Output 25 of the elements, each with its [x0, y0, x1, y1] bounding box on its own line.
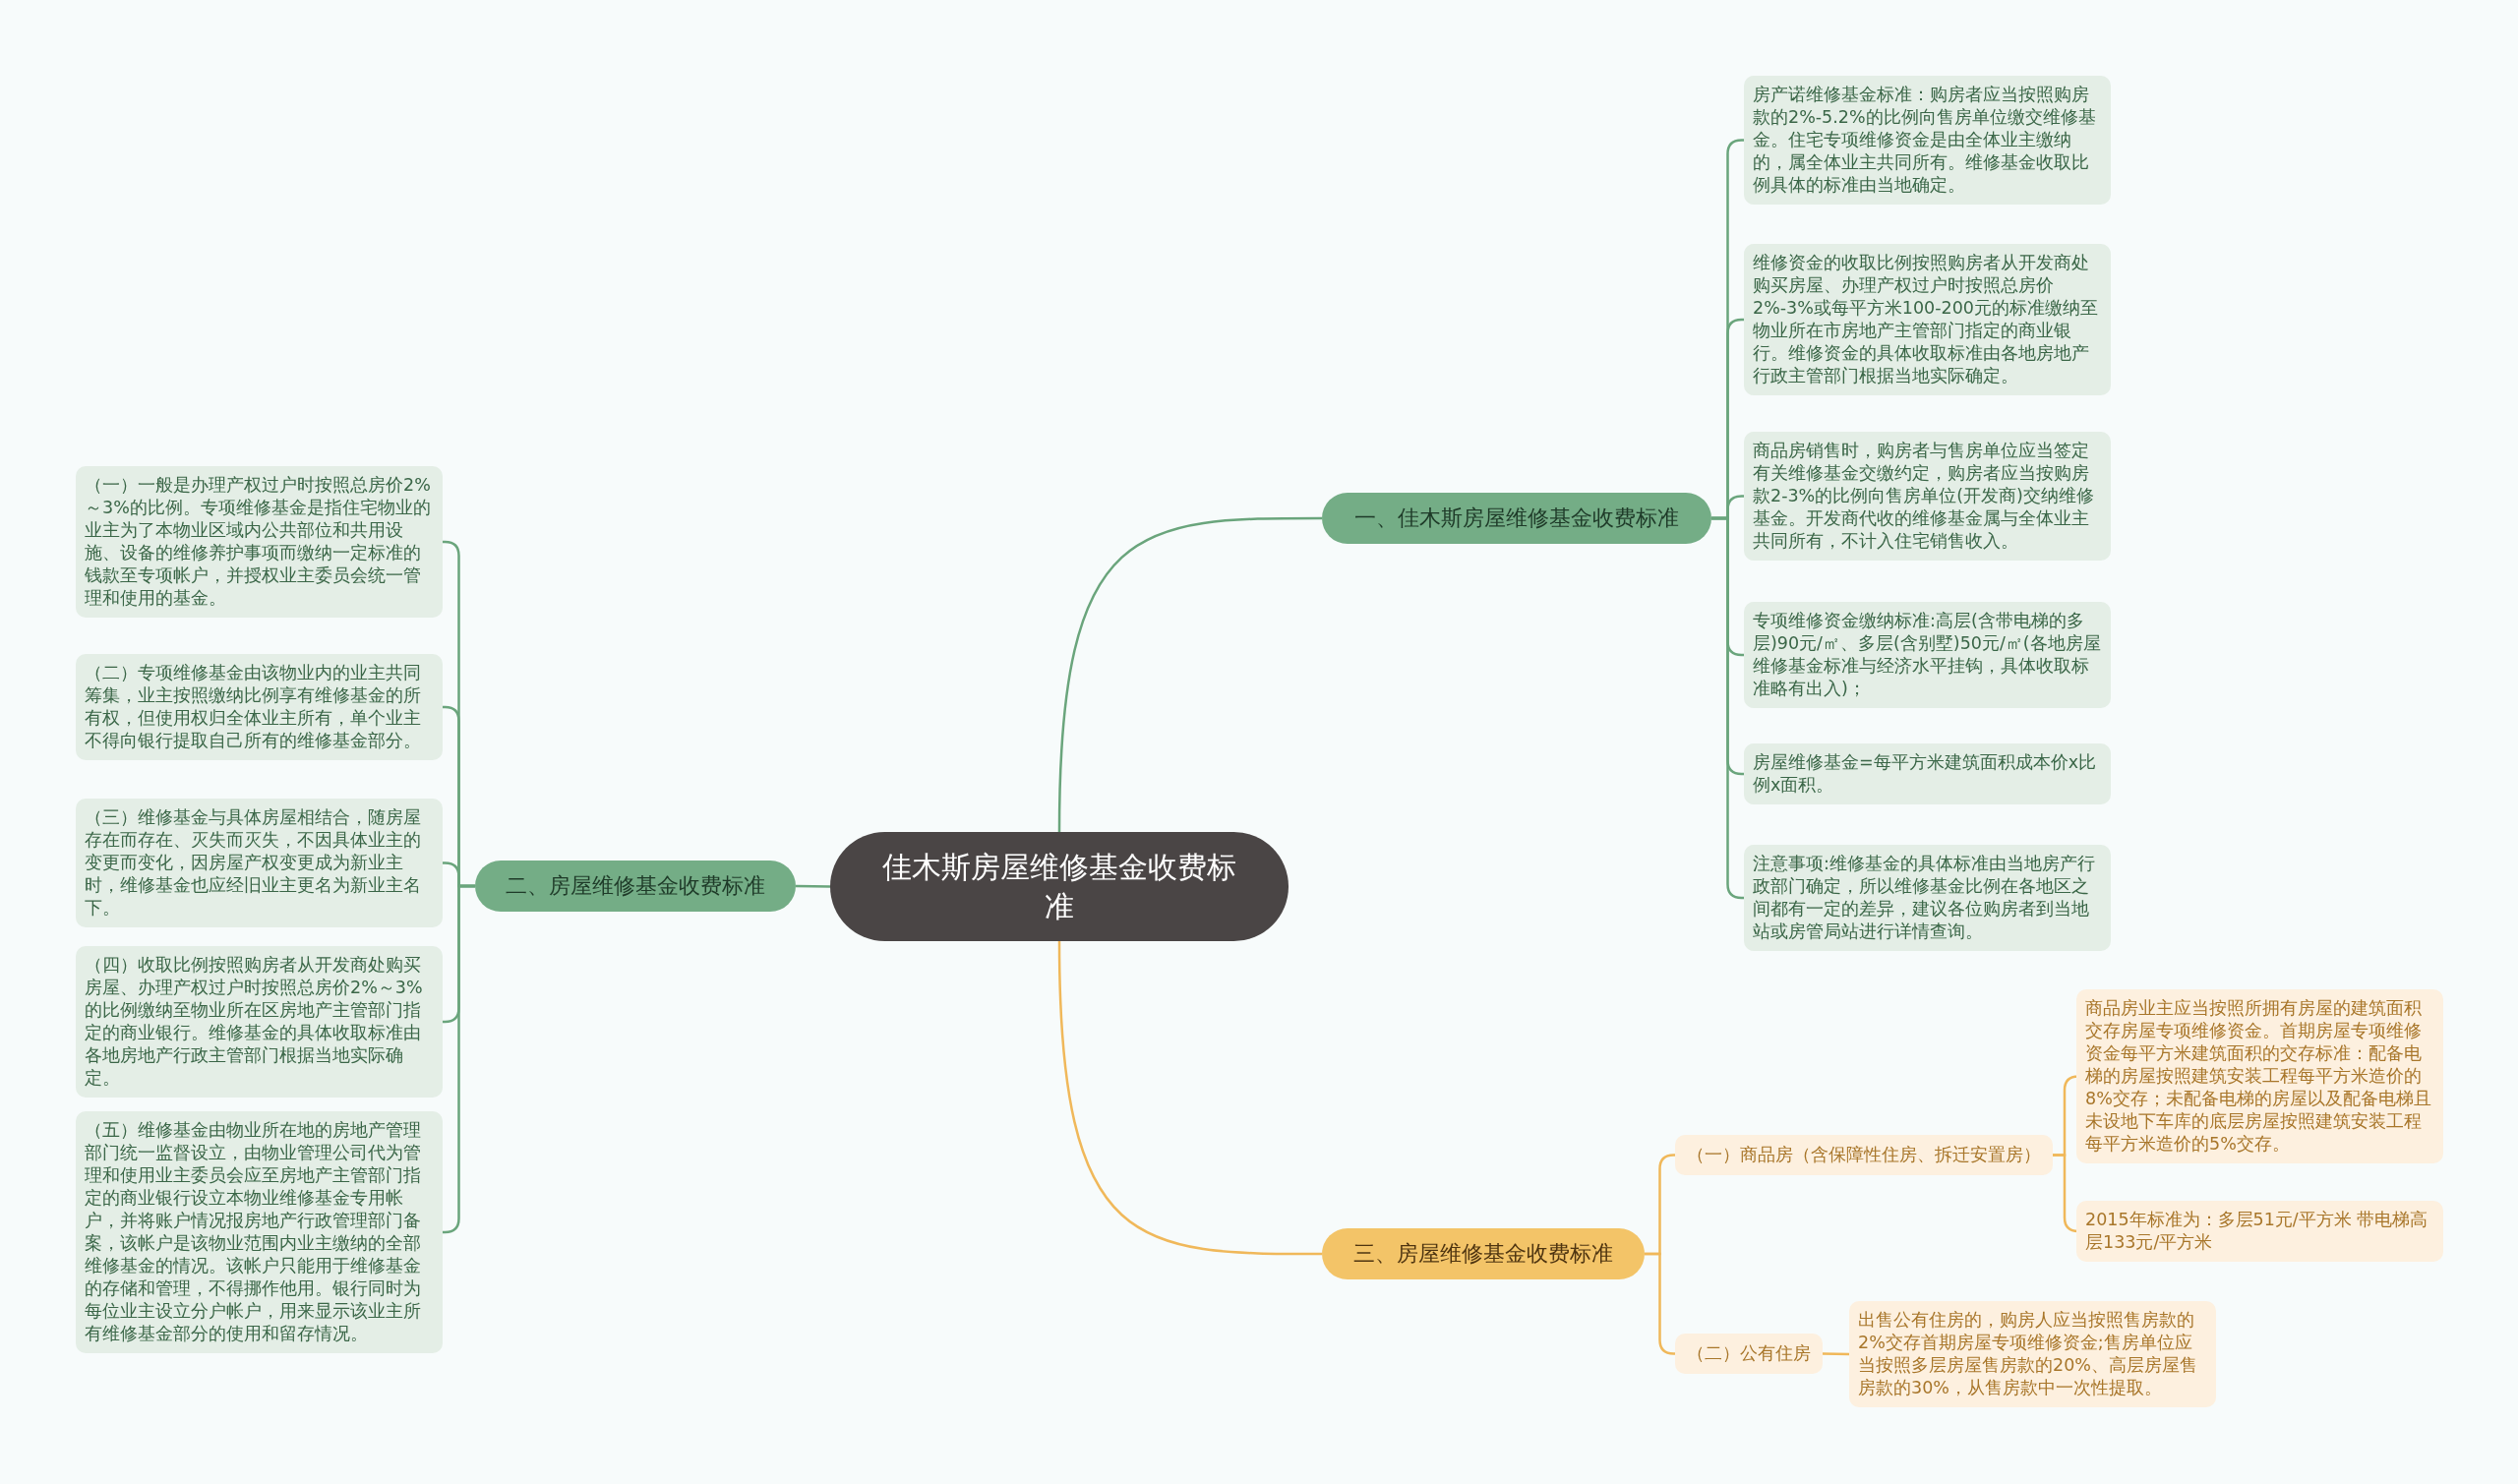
note-card: 出售公有住房的，购房人应当按照售房款的2%交存首期房屋专项维修资金;售房单位应当按照多层房屋售房款的20%、高层房屋售房款的30%，从售房款中一次性提取。 — [1849, 1301, 2216, 1407]
connector-line — [1057, 940, 1322, 1256]
note-card: 维修资金的收取比例按照购房者从开发商处购买房屋、办理产权过户时按照总房价2%-3%或每平方米100-200元的标准缴纳至物业所在市房地产主管部门指定的商业银行。维修资金的具体收取标准由各地房地产行政主管部门根据当地实际确定。 — [1744, 244, 2111, 395]
branch-topic: 二、房屋维修基金收费标准 — [475, 861, 796, 912]
note-card: 商品房业主应当按照所拥有房屋的建筑面积交存房屋专项维修资金。首期房屋专项维修资金每平方米建筑面积的交存标准：配备电梯的房屋按照建筑安装工程每平方米造价的8%交存；未配备电梯的房屋以及配备电梯且未设地下车库的底层房屋按照建筑安装工程每平方米造价的5%交存。 — [2076, 989, 2443, 1163]
note-card: （四）收取比例按照购房者从开发商处购买房屋、办理产权过户时按照总房价2%～3%的比例缴纳至物业所在区房地产主管部门指定的商业银行。维修基金的具体收取标准由各地房地产行政主管部门根据当地实际确定。 — [76, 946, 443, 1098]
note-card: 2015年标准为：多层51元/平方米 带电梯高层133元/平方米 — [2076, 1201, 2443, 1262]
subtopic: （二）公有住房 — [1675, 1334, 1823, 1374]
connector-line — [796, 884, 830, 888]
central-topic: 佳木斯房屋维修基金收费标准 — [830, 832, 1289, 941]
branch-topic: 三、房屋维修基金收费标准 — [1322, 1228, 1645, 1279]
connector-line — [1057, 516, 1322, 833]
subtopic: （一）商品房（含保障性住房、拆迁安置房） — [1675, 1135, 2053, 1175]
branch-topic: 一、佳木斯房屋维修基金收费标准 — [1322, 493, 1711, 544]
note-card: 房产诺维修基金标准：购房者应当按照购房款的2%-5.2%的比例向售房单位缴交维修基金。住宅专项维修资金是由全体业主缴纳的，属全体业主共同所有。维修基金收取比例具体的标准由当地确定。 — [1744, 76, 2111, 205]
note-card: （五）维修基金由物业所在地的房地产管理部门统一监督设立，由物业管理公司代为管理和使用业主委员会应至房地产主管部门指定的商业银行设立本物业维修基金专用帐户，并将账户情况报房地产行政管理部门备案，该帐户是该物业范围内业主缴纳的全部维修基金的情况。该帐户只能用于维修基金的存储和管理，不得挪作他用。银行同时为每位业主设立分户帐户，用来显示该业主所有维修基金部分的使用和留存情况。 — [76, 1111, 443, 1353]
note-card: 专项维修资金缴纳标准:高层(含带电梯的多层)90元/㎡、多层(含别墅)50元/㎡(各地房屋维修基金标准与经济水平挂钩，具体收取标准略有出入)； — [1744, 602, 2111, 708]
note-card: （二）专项维修基金由该物业内的业主共同筹集，业主按照缴纳比例享有维修基金的所有权，但使用权归全体业主所有，单个业主不得向银行提取自己所有的维修基金部分。 — [76, 654, 443, 760]
note-card: 房屋维修基金=每平方米建筑面积成本价x比例x面积。 — [1744, 743, 2111, 804]
note-card: 商品房销售时，购房者与售房单位应当签定有关维修基金交缴约定，购房者应当按购房款2-3%的比例向售房单位(开发商)交纳维修基金。开发商代收的维修基金属与全体业主共同所有，不计入住宅销售收入。 — [1744, 432, 2111, 561]
note-card: （一）一般是办理产权过户时按照总房价2%～3%的比例。专项维修基金是指住宅物业的业主为了本物业区域内公共部位和共用设施、设备的维修养护事项而缴纳一定标准的钱款至专项帐户，并授权业主委员会统一管理和使用的基金。 — [76, 466, 443, 618]
note-card: 注意事项:维修基金的具体标准由当地房产行政部门确定，所以维修基金比例在各地区之间都有一定的差异，建议各位购房者到当地站或房管局站进行详情查询。 — [1744, 845, 2111, 951]
connector-line — [1645, 1252, 1676, 1355]
note-card: （三）维修基金与具体房屋相结合，随房屋存在而存在、灭失而灭失，不因具体业主的变更而变化，因房屋产权变更成为新业主时，维修基金也应经旧业主更名为新业主名下。 — [76, 799, 443, 927]
connector-line — [1822, 1352, 1850, 1356]
